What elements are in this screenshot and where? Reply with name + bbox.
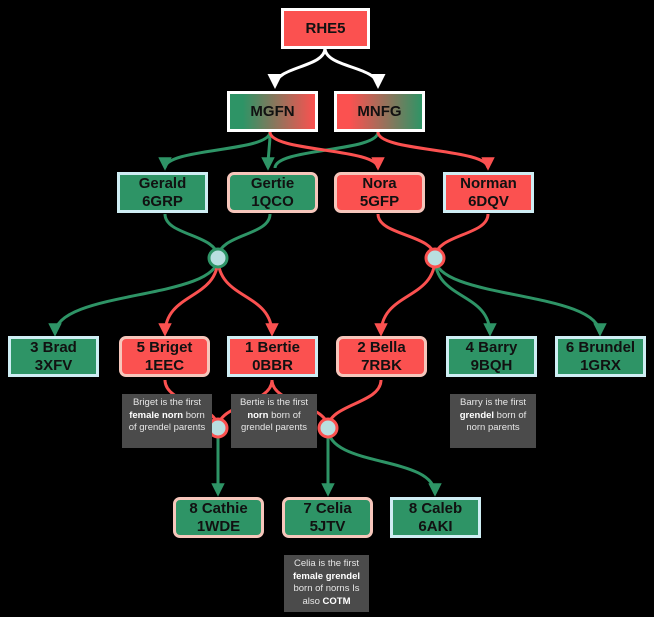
node-barry: 4 Barry 9BQH: [446, 336, 537, 377]
edge-junction-a-brad: [48, 257, 220, 337]
edge-junction-b-bella: [374, 257, 437, 337]
note-barry-highlight: grendel: [459, 409, 495, 421]
node-norman-name: Norman: [460, 174, 517, 192]
node-mgfn: MGFN: [227, 91, 318, 132]
note-briget-text-end: born of grendel parents: [128, 409, 206, 434]
node-gertie-name: Gertie: [250, 174, 295, 192]
node-gerald-name: Gerald: [138, 174, 187, 192]
node-brundel-name: 6 Brundel: [565, 338, 636, 356]
note-briget: Briget is the first female norn born of …: [122, 394, 212, 448]
note-bertie-highlight: norn: [247, 409, 269, 421]
node-bella-name: 2 Bella: [357, 338, 406, 356]
node-caleb: 8 Caleb 6AKI: [390, 497, 481, 538]
node-norman: Norman 6DQV: [443, 172, 534, 213]
note-barry-text-end: born of norn parents: [466, 409, 527, 434]
node-bella: 2 Bella 7RBK: [336, 336, 427, 377]
node-cathie-name: 8 Cathie: [189, 499, 248, 517]
note-celia-text: Celia is the first: [294, 558, 359, 569]
node-celia-name: 7 Celia: [303, 499, 352, 517]
node-bertie-code: 0BBR: [252, 356, 293, 374]
note-bertie-text: Bertie is the first: [239, 397, 309, 408]
note-barry-text: Barry is the first: [460, 397, 526, 408]
node-rhe5: RHE5: [281, 8, 370, 49]
node-cathie: 8 Cathie 1WDE: [173, 497, 264, 538]
note-celia: Celia is the first female grendel born o…: [284, 555, 369, 612]
node-nora-code: 5GFP: [359, 192, 400, 210]
edge-rhe5-mnfg: [323, 47, 386, 89]
node-cathie-code: 1WDE: [196, 517, 241, 535]
node-mnfg-name: MNFG: [357, 102, 402, 120]
node-mnfg: MNFG: [334, 91, 425, 132]
node-bertie: 1 Bertie 0BBR: [227, 336, 318, 377]
node-briget-code: 1EEC: [144, 356, 185, 374]
junction-b: [424, 247, 446, 269]
note-briget-text: Briget is the first: [132, 397, 202, 408]
node-bella-code: 7RBK: [361, 356, 402, 374]
note-barry: Barry is the first grendel born of norn …: [450, 394, 536, 448]
node-gerald: Gerald 6GRP: [117, 172, 208, 213]
node-celia: 7 Celia 5JTV: [282, 497, 373, 538]
edge-nora-junction-b: [376, 213, 437, 259]
node-brundel-code: 1GRX: [580, 356, 621, 374]
node-barry-name: 4 Barry: [465, 338, 518, 356]
node-nora: Nora 5GFP: [334, 172, 425, 213]
node-gertie: Gertie 1QCO: [227, 172, 318, 213]
note-celia-highlight-cotm: COTM: [322, 595, 351, 607]
node-caleb-code: 6AKI: [418, 517, 453, 535]
node-brad-name: 3 Brad: [30, 338, 77, 356]
node-caleb-name: 8 Caleb: [408, 499, 463, 517]
node-briget: 5 Briget 1EEC: [119, 336, 210, 377]
edge-junction-b-barry: [433, 257, 497, 337]
edge-junction-b-brundel: [433, 257, 607, 337]
node-brad-code: 3XFV: [34, 356, 73, 374]
node-barry-code: 9BQH: [470, 356, 513, 374]
node-gerald-code: 6GRP: [142, 192, 183, 210]
node-brad: 3 Brad 3XFV: [8, 336, 99, 377]
edge-junction-a-briget: [158, 257, 220, 337]
node-gertie-code: 1QCO: [251, 192, 294, 210]
edge-junction-d-caleb: [326, 427, 442, 497]
note-celia-text-mid: born of norns Is also: [293, 583, 360, 607]
edge-junction-a-bertie: [216, 257, 279, 337]
junction-d: [317, 417, 339, 439]
node-nora-name: Nora: [362, 174, 397, 192]
node-celia-code: 5JTV: [309, 517, 346, 535]
node-briget-name: 5 Briget: [136, 338, 193, 356]
note-bertie: Bertie is the first norn born of grendel…: [231, 394, 317, 448]
note-celia-highlight: female grendel: [292, 570, 361, 582]
note-briget-highlight: female norn: [129, 409, 184, 421]
node-rhe5-name: RHE5: [305, 19, 346, 37]
edge-rhe5-mgfn: [267, 47, 327, 89]
node-norman-code: 6DQV: [468, 192, 509, 210]
edge-mnfg-norman: [376, 131, 495, 171]
edge-mgfn-nora: [268, 131, 385, 171]
node-bertie-name: 1 Bertie: [244, 338, 301, 356]
node-brundel: 6 Brundel 1GRX: [555, 336, 646, 377]
note-bertie-text-end: born of grendel parents: [240, 409, 308, 434]
junction-a: [207, 247, 229, 269]
edge-mgfn-gerald: [158, 131, 272, 171]
node-mgfn-name: MGFN: [250, 102, 295, 120]
edge-bella-junction-d: [326, 379, 383, 429]
